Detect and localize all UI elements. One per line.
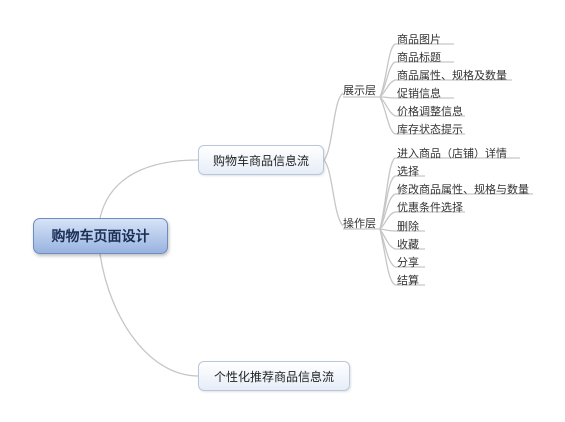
leaf-promotion-info[interactable]: 促销信息 [397, 85, 441, 101]
leaf-label: 收藏 [397, 238, 419, 251]
root-node[interactable]: 购物车页面设计 [33, 218, 168, 254]
sub-node-operation-layer[interactable]: 操作层 [343, 215, 376, 231]
link-root-to-recommend-flow [99, 253, 199, 377]
leaf-label: 商品标题 [397, 51, 441, 64]
sub-node-label: 展示层 [343, 84, 376, 97]
leaf-enter-detail[interactable]: 进入商品（店铺）详情 [397, 145, 507, 161]
leaf-label: 选择 [397, 165, 419, 178]
leaf-product-image[interactable]: 商品图片 [397, 31, 441, 47]
leaf-product-title[interactable]: 商品标题 [397, 49, 441, 65]
leaf-price-adjust-info[interactable]: 价格调整信息 [397, 103, 463, 119]
leaf-stock-status[interactable]: 库存状态提示 [397, 121, 463, 137]
link-product-flow-to-display [323, 92, 344, 161]
leaf-favorite[interactable]: 收藏 [397, 236, 419, 252]
leaf-label: 库存状态提示 [397, 123, 463, 136]
branch-product-info-flow[interactable]: 购物车商品信息流 [198, 145, 324, 175]
leaf-delete[interactable]: 删除 [397, 218, 419, 234]
branch-label: 个性化推荐商品信息流 [213, 369, 334, 384]
leaf-label: 进入商品（店铺）详情 [397, 147, 507, 160]
leaf-product-attributes[interactable]: 商品属性、规格及数量 [397, 67, 507, 83]
leaf-label: 优惠条件选择 [397, 201, 463, 214]
leaf-label: 删除 [397, 220, 419, 233]
link-root-to-product-flow [99, 159, 199, 219]
root-node-label: 购物车页面设计 [51, 229, 150, 245]
leaf-label: 价格调整信息 [397, 105, 463, 118]
sub-node-label: 操作层 [343, 217, 376, 230]
leaf-checkout[interactable]: 结算 [397, 272, 419, 288]
sub-node-display-layer[interactable]: 展示层 [343, 82, 376, 98]
leaf-modify-attributes[interactable]: 修改商品属性、规格与数量 [397, 181, 529, 197]
leaf-label: 分享 [397, 256, 419, 269]
leaf-share[interactable]: 分享 [397, 254, 419, 270]
leaf-select[interactable]: 选择 [397, 163, 419, 179]
leaf-label: 修改商品属性、规格与数量 [397, 183, 529, 196]
leaf-label: 结算 [397, 274, 419, 287]
branch-recommend-flow[interactable]: 个性化推荐商品信息流 [198, 361, 350, 391]
branch-label: 购物车商品信息流 [212, 153, 309, 168]
leaf-discount-select[interactable]: 优惠条件选择 [397, 199, 463, 215]
leaf-label: 促销信息 [397, 87, 441, 100]
link-product-flow-to-operation [323, 159, 344, 227]
leaf-label: 商品属性、规格及数量 [397, 69, 507, 82]
leaf-label: 商品图片 [397, 33, 441, 46]
